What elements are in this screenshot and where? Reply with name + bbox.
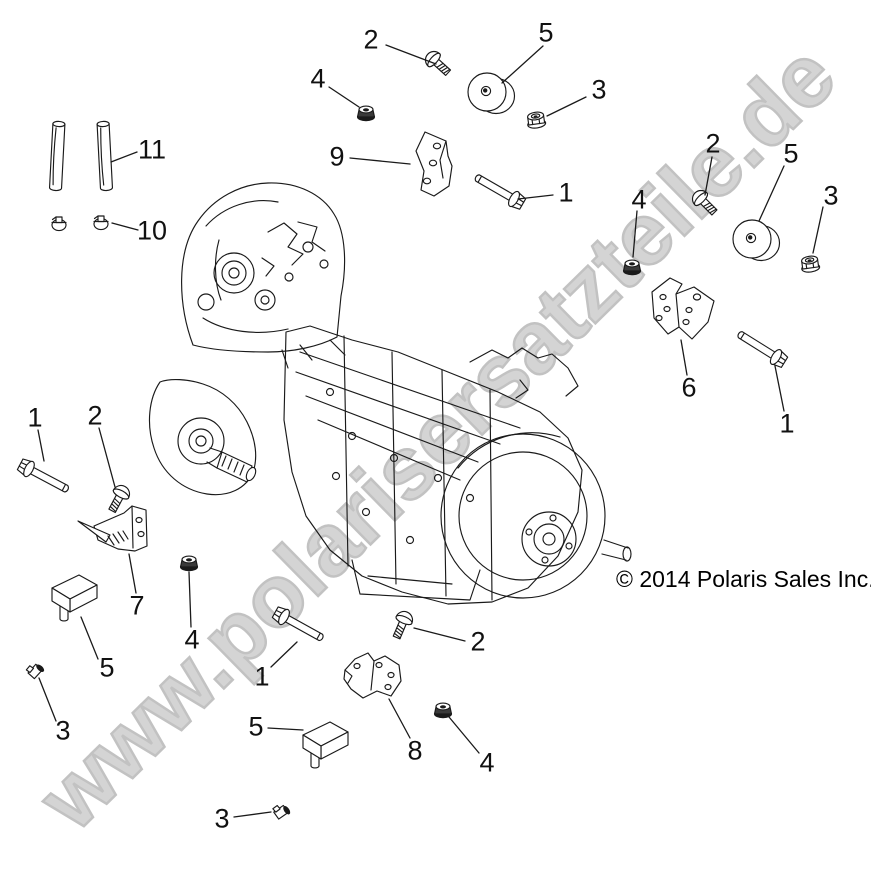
callout-left-screw: 2	[87, 400, 103, 431]
part-bolt-bottom	[270, 604, 328, 647]
part-bolt-left	[15, 456, 73, 498]
part-flangenut-right	[622, 259, 642, 276]
callout-right-screw: 2	[705, 128, 721, 159]
part-screw-right	[688, 186, 722, 220]
callout-left-stud: 3	[55, 715, 71, 746]
callout-bracket-6: 6	[681, 372, 697, 403]
part-bracket-8	[343, 652, 402, 699]
callout-left-mount: 5	[99, 652, 115, 683]
callout-left-bolt: 1	[27, 402, 43, 433]
part-tube-left	[48, 120, 66, 192]
part-flangenut-top	[356, 105, 376, 122]
part-stud-left	[24, 659, 48, 681]
part-bushing-top	[467, 72, 516, 115]
callout-leftmid-flangenut: 4	[184, 624, 200, 655]
callout-top-flangenut: 4	[310, 63, 326, 94]
callout-bracket-9: 9	[329, 141, 345, 172]
part-bracket-9	[415, 131, 453, 197]
part-bracket-7	[77, 505, 148, 552]
part-mount-left	[51, 574, 98, 622]
part-bolt-right	[733, 325, 790, 370]
part-locknut-right	[799, 254, 821, 274]
callout-tubes: 11	[137, 134, 167, 165]
callout-top-bolt: 1	[558, 177, 574, 208]
callout-bracket-8: 8	[407, 735, 423, 766]
part-flangenut-bottom	[433, 702, 453, 719]
callout-bracket-7: 7	[129, 590, 145, 621]
callout-right-flangenut: 4	[631, 184, 647, 215]
part-bushing-right	[732, 219, 781, 262]
part-flangenut-leftmid	[179, 555, 199, 572]
part-screw-bottom	[388, 608, 416, 642]
part-screw-top	[421, 47, 455, 80]
engine-illustration	[148, 182, 632, 605]
part-bolt-top	[471, 169, 528, 212]
callout-right-locknut: 3	[823, 180, 839, 211]
callout-bottom-mount: 5	[248, 711, 264, 742]
callout-right-bolt: 1	[779, 408, 795, 439]
part-clamp-left	[51, 216, 67, 232]
callout-bottom-stud: 3	[214, 803, 230, 834]
callout-clamps: 10	[136, 215, 168, 246]
part-mount-bottom	[302, 721, 349, 769]
part-bracket-6	[651, 277, 715, 340]
callout-top-bushing: 5	[538, 17, 554, 48]
callout-bottom-bolt: 1	[254, 661, 270, 692]
part-clamp-right	[93, 215, 109, 231]
callout-top-locknut: 3	[591, 74, 607, 105]
part-stud-bottom	[271, 801, 293, 821]
leader-lines	[37, 44, 824, 818]
callout-bottom-flangenut: 4	[479, 747, 495, 778]
part-tube-right	[96, 120, 114, 192]
copyright-text: © 2014 Polaris Sales Inc.	[616, 566, 871, 592]
callout-right-bushing: 5	[783, 138, 799, 169]
part-locknut-top	[525, 110, 547, 130]
callout-top-screw: 2	[363, 24, 379, 55]
callout-bottom-screw: 2	[470, 626, 486, 657]
